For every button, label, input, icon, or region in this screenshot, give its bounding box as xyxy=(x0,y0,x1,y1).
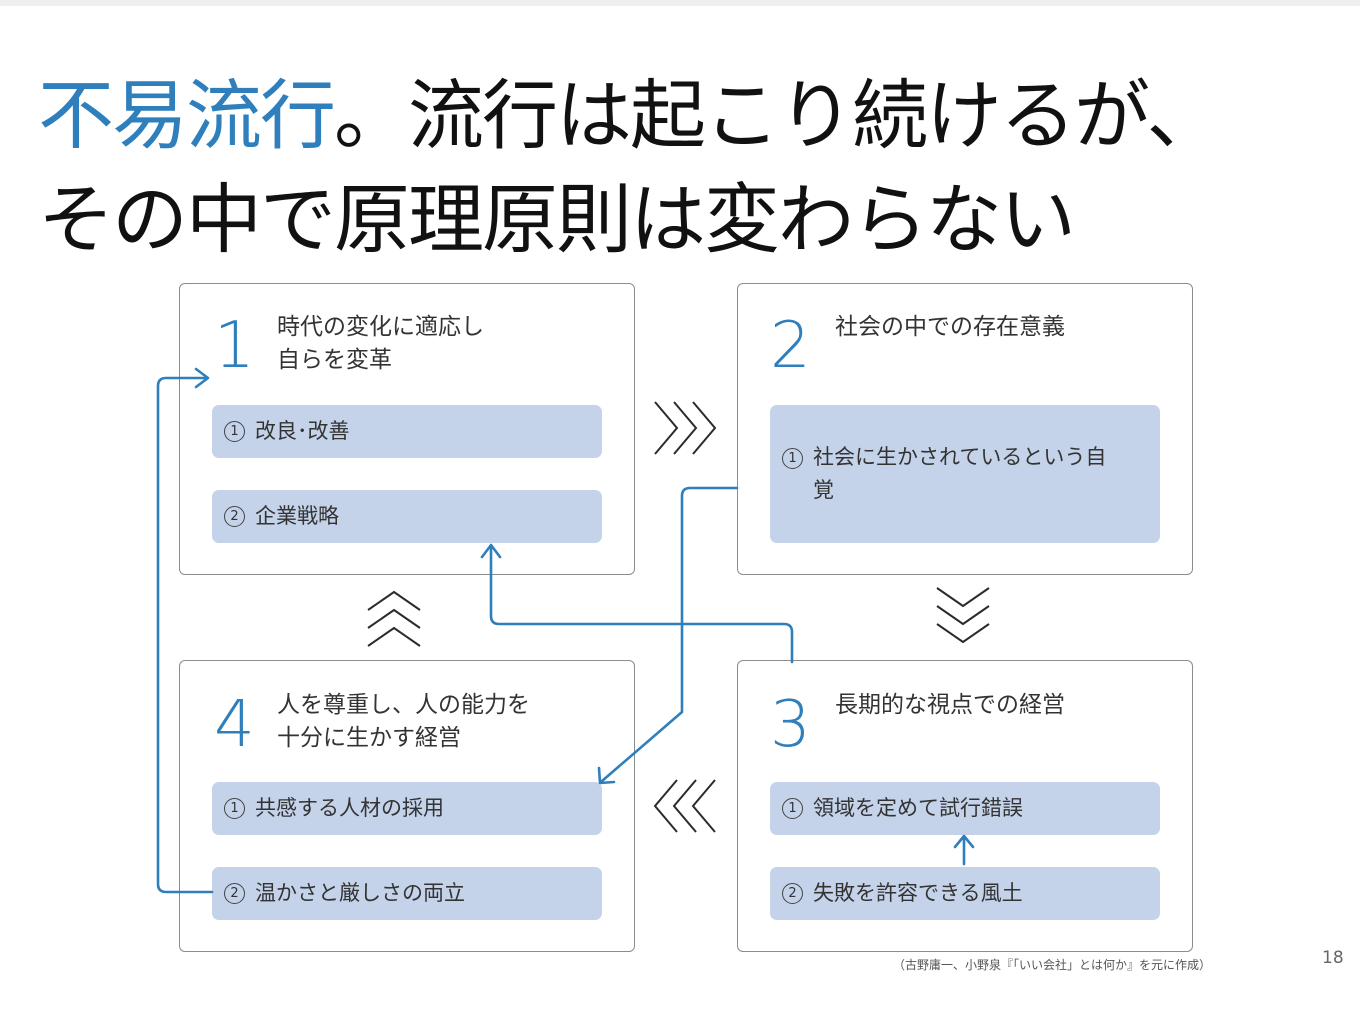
box-3-item-2: 2 失敗を許容できる風土 xyxy=(770,867,1160,920)
item-marker: 2 xyxy=(782,883,803,904)
chevron-left-icon xyxy=(653,779,716,833)
box-1-heading-line1: 時代の変化に適応し xyxy=(277,314,484,340)
chevron-down-icon xyxy=(936,587,990,644)
chevron-up-icon xyxy=(367,590,421,647)
item-label: 企業戦略 xyxy=(255,504,339,528)
arrowhead-up-small-icon xyxy=(953,834,975,849)
source-citation: （古野庸一、小野泉『「いい会社」とは何か』を元に作成） xyxy=(893,958,1212,972)
item-label: 温かさと厳しさの両立 xyxy=(255,881,465,905)
item-marker: 1 xyxy=(224,421,245,442)
slide-title: 不易流行。流行は起こり続けるが、 その中で原理原則は変わらない xyxy=(38,64,1348,272)
item-label: 社会に生かされているという自覚 xyxy=(813,445,1107,502)
box-2: 2 社会の中での存在意義 1 社会に生かされているという自覚 xyxy=(737,283,1193,575)
box-4-item-1: 1 共感する人材の採用 xyxy=(212,782,602,835)
item-label: 改良･改善 xyxy=(255,419,350,443)
item-marker: 2 xyxy=(224,506,245,527)
box-2-heading-line1: 社会の中での存在意義 xyxy=(835,314,1065,340)
box-4: 4 人を尊重し、人の能力を 十分に生かす経営 1 共感する人材の採用 2 温かさ… xyxy=(179,660,635,952)
title-line2: その中で原理原則は変わらない xyxy=(38,175,1076,264)
box-4-heading-line2: 十分に生かす経営 xyxy=(277,725,461,751)
box-1-number: 1 xyxy=(214,309,255,383)
box-3: 3 長期的な視点での経営 1 領域を定めて試行錯誤 2 失敗を許容できる風土 xyxy=(737,660,1193,952)
chevron-right-icon xyxy=(654,401,717,455)
connector-2-to-4 xyxy=(600,486,739,783)
arrowhead-right-icon xyxy=(194,367,210,389)
arrowhead-up-icon xyxy=(480,543,502,559)
connector-3-to-1 xyxy=(489,546,794,664)
box-3-number: 3 xyxy=(770,688,811,762)
arrowhead-diagonal-icon xyxy=(597,766,616,785)
item-marker: 1 xyxy=(782,448,803,469)
title-line1-rest: 。流行は起こり続けるが、 xyxy=(334,71,1222,160)
box-1-item-1: 1 改良･改善 xyxy=(212,405,602,458)
item-label: 領域を定めて試行錯誤 xyxy=(813,796,1023,820)
box-2-number: 2 xyxy=(770,309,811,383)
box-1-heading-line2: 自らを変革 xyxy=(277,347,392,373)
title-accent: 不易流行 xyxy=(38,71,336,160)
box-3-item-1: 1 領域を定めて試行錯誤 xyxy=(770,782,1160,835)
item-marker: 2 xyxy=(224,883,245,904)
connector-4-to-1 xyxy=(156,376,214,894)
box-1: 1 時代の変化に適応し 自らを変革 1 改良･改善 2 企業戦略 xyxy=(179,283,635,575)
box-2-heading: 社会の中での存在意義 xyxy=(835,311,1065,344)
box-3-heading: 長期的な視点での経営 xyxy=(835,689,1065,722)
box-4-item-2: 2 温かさと厳しさの両立 xyxy=(212,867,602,920)
item-label: 共感する人材の採用 xyxy=(255,796,444,820)
item-marker: 1 xyxy=(782,798,803,819)
box-4-number: 4 xyxy=(214,688,255,762)
box-4-heading-line1: 人を尊重し、人の能力を xyxy=(277,692,530,718)
item-marker: 1 xyxy=(224,798,245,819)
item-label: 失敗を許容できる風土 xyxy=(813,881,1023,905)
box-1-heading: 時代の変化に適応し 自らを変革 xyxy=(277,311,484,377)
box-3-heading-line1: 長期的な視点での経営 xyxy=(835,692,1065,718)
page-number: 18 xyxy=(1322,948,1344,968)
box-4-heading: 人を尊重し、人の能力を 十分に生かす経営 xyxy=(277,689,530,755)
box-2-item-1: 1 社会に生かされているという自覚 xyxy=(770,405,1160,543)
box-1-item-2: 2 企業戦略 xyxy=(212,490,602,543)
top-bar xyxy=(0,0,1360,6)
